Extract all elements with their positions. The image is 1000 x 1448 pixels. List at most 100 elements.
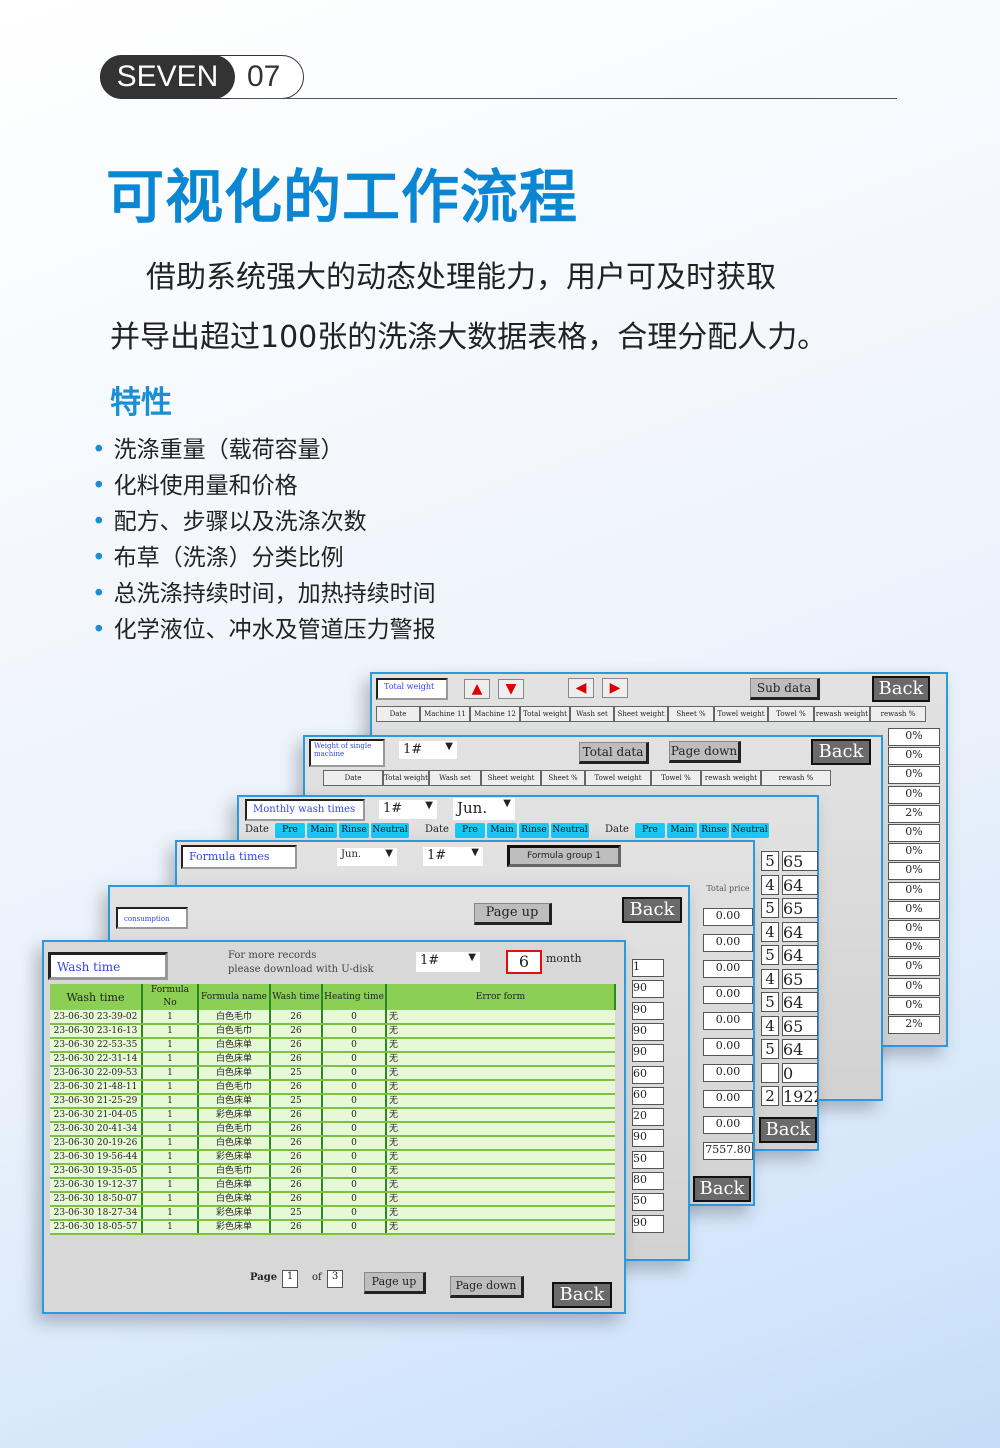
count-value: 0: [782, 1062, 818, 1083]
table-cell: 23-06-30 19-12-37: [50, 1178, 143, 1193]
column-header: Wash set: [570, 706, 614, 722]
month-select[interactable]: Jun.▼: [453, 798, 515, 820]
page-down-button[interactable]: Page down: [450, 1276, 524, 1298]
tab-neutral[interactable]: Neutral: [731, 823, 769, 838]
tab-pre[interactable]: Pre: [275, 823, 305, 838]
month-select[interactable]: Jun.▼: [337, 848, 397, 866]
column-header: rewash weight: [701, 770, 761, 786]
table-cell: 1: [142, 1080, 199, 1095]
rewash-value: 0%: [888, 996, 940, 1015]
tab-rinse[interactable]: Rinse: [699, 823, 729, 838]
tab-rinse[interactable]: Rinse: [339, 823, 369, 838]
tab-main[interactable]: Main: [307, 823, 337, 838]
back-button[interactable]: Back: [759, 1117, 817, 1143]
machine-select[interactable]: 1#▼: [423, 847, 483, 866]
total-price-value: 0.00: [703, 1064, 753, 1082]
total-data-button[interactable]: Total data: [579, 742, 649, 764]
table-cell: 26: [270, 1164, 323, 1179]
column-header: Towel %: [768, 706, 814, 722]
column-header: Date: [323, 770, 383, 786]
back-button[interactable]: Back: [811, 739, 871, 765]
machine-select-value: 1#: [420, 953, 440, 968]
table-cell: 25: [270, 1066, 323, 1081]
chevron-down-icon: ▼: [503, 798, 511, 809]
rewash-value: 0%: [888, 785, 940, 804]
page-up-button[interactable]: Page up: [474, 903, 552, 925]
triangle-left-icon[interactable]: ◀: [568, 678, 594, 698]
tab-neutral[interactable]: Neutral: [371, 823, 409, 838]
back-button[interactable]: Back: [552, 1282, 612, 1308]
feature-item: 化学液位、冲水及管道压力警报: [92, 610, 436, 644]
machine-select[interactable]: 1#▼: [399, 741, 457, 759]
column-header: Date: [376, 706, 420, 722]
back-button[interactable]: Back: [693, 1176, 751, 1202]
month-label: month: [546, 952, 582, 965]
table-cell: 23-06-30 22-53-35: [50, 1038, 143, 1053]
table-cell: 1: [142, 1192, 199, 1207]
table-cell: 23-06-30 21-25-29: [50, 1094, 143, 1109]
partial-value: 50: [632, 1193, 664, 1212]
panel-label: Monthly wash times: [245, 799, 365, 821]
tab-main[interactable]: Main: [487, 823, 517, 838]
page-up-button[interactable]: Page up: [364, 1272, 426, 1294]
tab-main[interactable]: Main: [667, 823, 697, 838]
table-cell: 白色床单: [198, 1192, 271, 1207]
month-input[interactable]: 6: [506, 950, 542, 974]
total-pages: 3: [327, 1270, 343, 1288]
tab-rinse[interactable]: Rinse: [519, 823, 549, 838]
table-cell: 白色床单: [198, 1094, 271, 1109]
triangle-up-icon[interactable]: ▲: [464, 679, 490, 699]
triangle-down-icon[interactable]: ▼: [498, 679, 524, 699]
column-header: Wash time: [270, 984, 323, 1010]
partial-value: 4: [761, 968, 779, 989]
back-button[interactable]: Back: [872, 676, 930, 702]
formula-group-button[interactable]: Formula group 1: [507, 845, 621, 867]
table-cell: 1: [142, 1010, 199, 1025]
column-header: Total weight: [520, 706, 570, 722]
table-cell: 23-06-30 20-19-26: [50, 1136, 143, 1151]
tab-pre[interactable]: Pre: [635, 823, 665, 838]
back-button[interactable]: Back: [622, 897, 682, 923]
column-header: Heating time: [322, 984, 387, 1010]
machine-select[interactable]: 1#▼: [379, 800, 437, 819]
machine-select-value: 1#: [403, 742, 423, 757]
date-label: Date: [245, 824, 269, 835]
page-input[interactable]: 1: [282, 1270, 298, 1288]
table-cell: 1: [142, 1122, 199, 1137]
table-cell: 23-06-30 23-16-13: [50, 1024, 143, 1039]
partial-value: [761, 1062, 779, 1083]
table-cell: 0: [322, 1164, 387, 1179]
table-cell: 23-06-30 21-04-05: [50, 1108, 143, 1123]
table-cell: 26: [270, 1010, 323, 1025]
panel-label: Weight of single machine: [309, 739, 385, 767]
tab-pre[interactable]: Pre: [455, 823, 485, 838]
column-header: Machine 11: [420, 706, 470, 722]
machine-select[interactable]: 1# ▼: [416, 952, 480, 972]
tab-neutral[interactable]: Neutral: [551, 823, 589, 838]
chevron-down-icon: ▼: [468, 952, 476, 963]
chevron-down-icon: ▼: [471, 847, 479, 858]
partial-value: 5: [761, 851, 779, 871]
download-note-2: please download with U-disk: [228, 964, 374, 975]
page-down-button[interactable]: Page down: [669, 741, 741, 763]
triangle-right-icon[interactable]: ▶: [602, 678, 628, 698]
partial-value: 5: [761, 898, 779, 918]
table-cell: 0: [322, 1108, 387, 1123]
sub-data-button[interactable]: Sub data: [750, 678, 820, 700]
